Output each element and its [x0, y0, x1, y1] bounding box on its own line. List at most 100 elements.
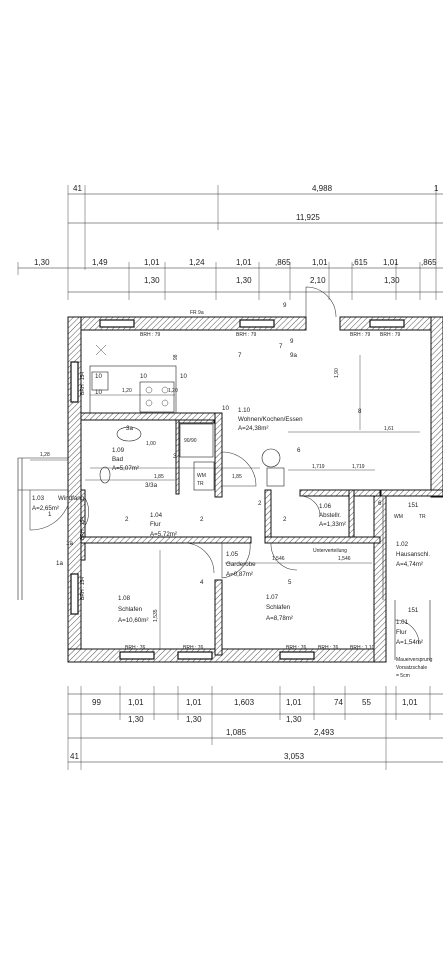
interior-dim: 1,719 [312, 464, 325, 470]
mark: 151 [408, 607, 419, 614]
room-area: A=24,38m² [238, 425, 268, 432]
room-number: 1.08 [118, 595, 131, 602]
mark: 3/3a [145, 482, 158, 489]
top-dim: 1,24 [189, 258, 205, 267]
fixture-label: 90/90 [184, 438, 197, 444]
interior-dim: 1,00 [146, 441, 156, 447]
mark: 2 [200, 516, 204, 523]
room-number: 1.02 [396, 541, 409, 548]
fixture-label: TR [419, 514, 426, 520]
bottom-dim: 1,30 [286, 715, 302, 724]
mark: 9 [283, 302, 287, 309]
interior-dim: 1,20 [168, 388, 178, 394]
window-tag: BRH : 76 [318, 645, 339, 651]
position-marks: 9 9 7 9a 7 10 10 10 10 10 3a 3 3/3a 2 2 … [48, 302, 419, 614]
bottom-dim: 2,493 [314, 728, 335, 737]
top-dim: 1,49 [92, 258, 108, 267]
fixture-label: WM [197, 473, 206, 479]
room-number: 1.07 [266, 594, 279, 601]
room-area: A=8,78m² [266, 615, 293, 622]
mark: 1a [56, 560, 63, 567]
mark: 10 [95, 389, 102, 396]
mark: 10 [222, 405, 229, 412]
interior-dimensions: 1,20 1,20 1,00 1,85 1,85 1,719 1,719 1,6… [40, 354, 394, 622]
room-area: A=1,33m² [319, 521, 346, 528]
mark: 6 [297, 447, 301, 454]
interior-dim: 98 [173, 354, 179, 360]
fixture-labels: 90/90 WM TR WM TR Unterverteilung [184, 438, 426, 554]
top-dim-41: 41 [73, 184, 82, 193]
room-name: Wohnen/Kochen/Essen [238, 416, 303, 423]
room-area: A=10,60m² [118, 617, 148, 624]
mark: 2 [283, 516, 287, 523]
mark: 10 [140, 373, 147, 380]
room-number: 1.03 [32, 495, 45, 502]
room-name: Schlafen [266, 604, 291, 611]
interior-dimension-lines [30, 355, 420, 650]
bottom-dimension-row-4: 41 3,053 [70, 752, 305, 761]
window-tag: BRH : 79 [140, 332, 161, 338]
bottom-dim: 1,01 [402, 698, 418, 707]
room-windfang: 1.03 Windfang A=2,65m² [32, 495, 85, 512]
note: Mauerversprung [396, 657, 433, 663]
mark: 8 [358, 408, 362, 415]
interior-dim: 1,85 [232, 474, 242, 480]
bottom-dimension-row-1: 99 1,01 1,01 1,603 1,01 74 55 1,01 [92, 698, 418, 707]
mark: 7 [279, 343, 283, 350]
room-area: A=1,54m² [396, 639, 423, 646]
top-dim: ,865 [421, 258, 437, 267]
mark: 3a [126, 425, 133, 432]
top-dim: ,615 [352, 258, 368, 267]
bottom-dimension-row-2: 1,30 1,30 1,30 [128, 715, 302, 724]
room-area: A=2,65m² [32, 505, 59, 512]
room-number: 1.04 [150, 512, 163, 519]
fixture-label: TR [197, 481, 204, 487]
doors [29, 286, 420, 645]
note: Vorsatzschale [396, 665, 427, 671]
mark: 151 [408, 502, 419, 509]
window-tag: BRH : 154 [80, 517, 86, 540]
window-openings [70, 319, 405, 660]
mark: 4 [200, 579, 204, 586]
top-dimension-lines [17, 185, 443, 300]
mark: 2 [258, 500, 262, 507]
room-number: 1.05 [226, 551, 239, 558]
top-dim: 1,30 [34, 258, 50, 267]
top-dim: ,865 [275, 258, 291, 267]
room-bedroom-1: 1.08 Schlafen A=10,60m² [118, 595, 148, 624]
top-dim: 1,01 [236, 258, 252, 267]
top-dim: 1,30 [144, 276, 160, 285]
bottom-dim: 1,603 [234, 698, 255, 707]
mark: 9 [290, 338, 294, 345]
mark: 5 [288, 579, 292, 586]
bottom-dimension-lines [67, 686, 443, 770]
room-area: A=4,74m² [396, 561, 423, 568]
interior-dim: 1,61 [384, 426, 394, 432]
top-dim-4988: 4,988 [312, 184, 333, 193]
room-storage: 1.06 Abstellr. A=1,33m² [319, 503, 346, 528]
room-name: Windfang [58, 495, 85, 502]
mark: 1a [66, 540, 73, 547]
room-name: Abstellr. [319, 512, 341, 519]
window-tag: BRH : 76 [125, 645, 146, 651]
interior-dim: 1,20 [122, 388, 132, 394]
note: = 5cm [396, 673, 410, 679]
wall-notes: Mauerversprung Vorsatzschale = 5cm [396, 657, 433, 679]
mark: 3 [173, 453, 177, 460]
top-dim: 1,30 [384, 276, 400, 285]
bathroom-fixtures [99, 423, 285, 491]
room-name: Schlafen [118, 606, 143, 613]
top-dim: 1,01 [312, 258, 328, 267]
window-tags: FR 9a BRH : 79 BRH : 79 BRH : 79 BRH : 7… [80, 310, 401, 651]
windfang-outline [17, 457, 431, 660]
mark: 6 [378, 500, 382, 507]
interior-dim: 1,85 [154, 474, 164, 480]
top-dim: 2,10 [310, 276, 326, 285]
room-number: 1.01 [396, 619, 409, 626]
mark: 1 [48, 511, 52, 518]
room-area: A=0,87m² [226, 571, 253, 578]
bottom-dim: 74 [334, 698, 343, 707]
top-dim-1: 1 [434, 184, 439, 193]
